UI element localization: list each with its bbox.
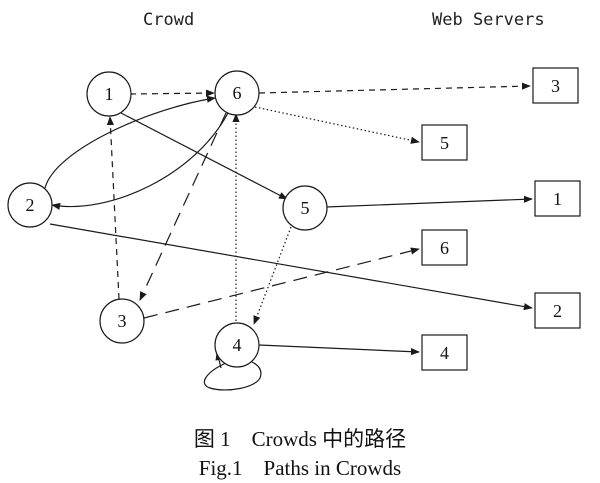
server-2: 2 <box>534 292 581 329</box>
edge-4-server4 <box>258 344 420 356</box>
edge-6-3 <box>139 112 227 301</box>
edge-2-server2 <box>49 223 533 311</box>
server-label: 2 <box>553 301 562 321</box>
crowd-header: Crowd <box>143 10 195 30</box>
server-label: 4 <box>440 343 449 363</box>
caption-english: Fig.1 Paths in Crowds <box>198 456 402 480</box>
server-label: 1 <box>553 189 562 209</box>
edge-1-6 <box>129 89 215 97</box>
edge-5-server1 <box>325 195 533 208</box>
node-label: 3 <box>118 311 127 331</box>
edge-5-4 <box>253 226 292 325</box>
server-4: 4 <box>421 334 468 371</box>
node-label: 1 <box>105 84 114 104</box>
caption-chinese: 图 1 Crowds 中的路径 <box>193 427 407 451</box>
node-6: 6 <box>214 70 260 116</box>
edge-1-5 <box>120 112 288 200</box>
server-6: 6 <box>421 229 468 266</box>
node-3: 3 <box>99 298 145 344</box>
web-servers-header: Web Servers <box>432 10 545 30</box>
edge-4-self-loop <box>203 361 262 391</box>
edge-6-server3 <box>258 82 531 94</box>
node-5: 5 <box>282 185 328 231</box>
node-label: 6 <box>233 83 242 103</box>
edge-3-1 <box>106 116 120 300</box>
node-label: 4 <box>233 335 242 355</box>
server-5: 5 <box>421 124 468 161</box>
server-3: 3 <box>532 67 579 104</box>
node-1: 1 <box>86 71 132 117</box>
node-4: 4 <box>214 322 260 368</box>
server-label: 6 <box>440 238 449 258</box>
edge-6-2 <box>51 112 229 210</box>
server-1: 1 <box>534 180 581 217</box>
server-label: 5 <box>440 133 449 153</box>
node-label: 5 <box>301 198 310 218</box>
edge-3-server6 <box>143 247 420 319</box>
node-2: 2 <box>7 182 53 228</box>
server-label: 3 <box>551 76 560 96</box>
node-label: 2 <box>26 195 35 215</box>
edge-6-server5 <box>254 106 420 144</box>
edge-2-6 <box>44 95 216 189</box>
